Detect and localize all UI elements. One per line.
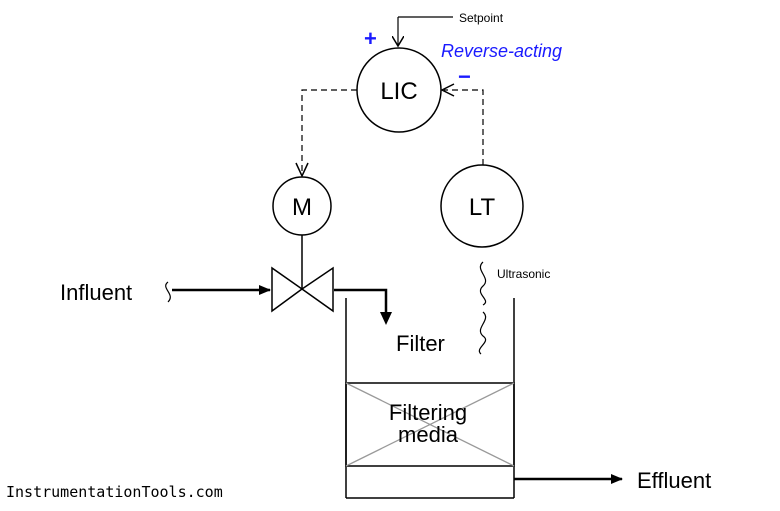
influent-break-icon	[165, 281, 171, 303]
lic-label: LIC	[380, 78, 417, 105]
minus-sign: −	[458, 64, 471, 89]
filter-tank	[345, 298, 515, 499]
motor-actuator[interactable]: M	[272, 176, 332, 236]
motor-label: M	[292, 194, 312, 221]
valve-outlet-pipe	[334, 288, 388, 318]
lt-label: LT	[469, 194, 496, 221]
outlet-arrow-icon	[380, 312, 392, 325]
lt-bubble	[440, 164, 524, 248]
ultrasonic-wave-top	[479, 261, 487, 306]
watermark-text: InstrumentationTools.com	[6, 483, 223, 501]
ultrasonic-label: Ultrasonic	[497, 267, 550, 281]
reverse-acting-label: Reverse-acting	[441, 41, 562, 61]
effluent-label: Effluent	[637, 468, 711, 493]
filtering-media-label-line2: media	[398, 422, 459, 447]
filtering-media-label-line1: Filtering	[389, 400, 467, 425]
control-valve[interactable]	[271, 266, 334, 313]
filtering-media	[345, 382, 515, 467]
setpoint-label: Setpoint	[459, 11, 504, 25]
influent-label: Influent	[60, 280, 132, 305]
plus-sign: +	[364, 26, 377, 51]
lic-controller[interactable]: LIC	[356, 47, 442, 133]
ultrasonic-wave-bottom	[478, 311, 487, 355]
filter-label: Filter	[396, 331, 445, 356]
level-transmitter[interactable]: LT	[440, 164, 524, 248]
transmitter-signal	[440, 83, 484, 165]
setpoint-signal	[398, 16, 453, 46]
controller-output-signal	[295, 89, 357, 178]
